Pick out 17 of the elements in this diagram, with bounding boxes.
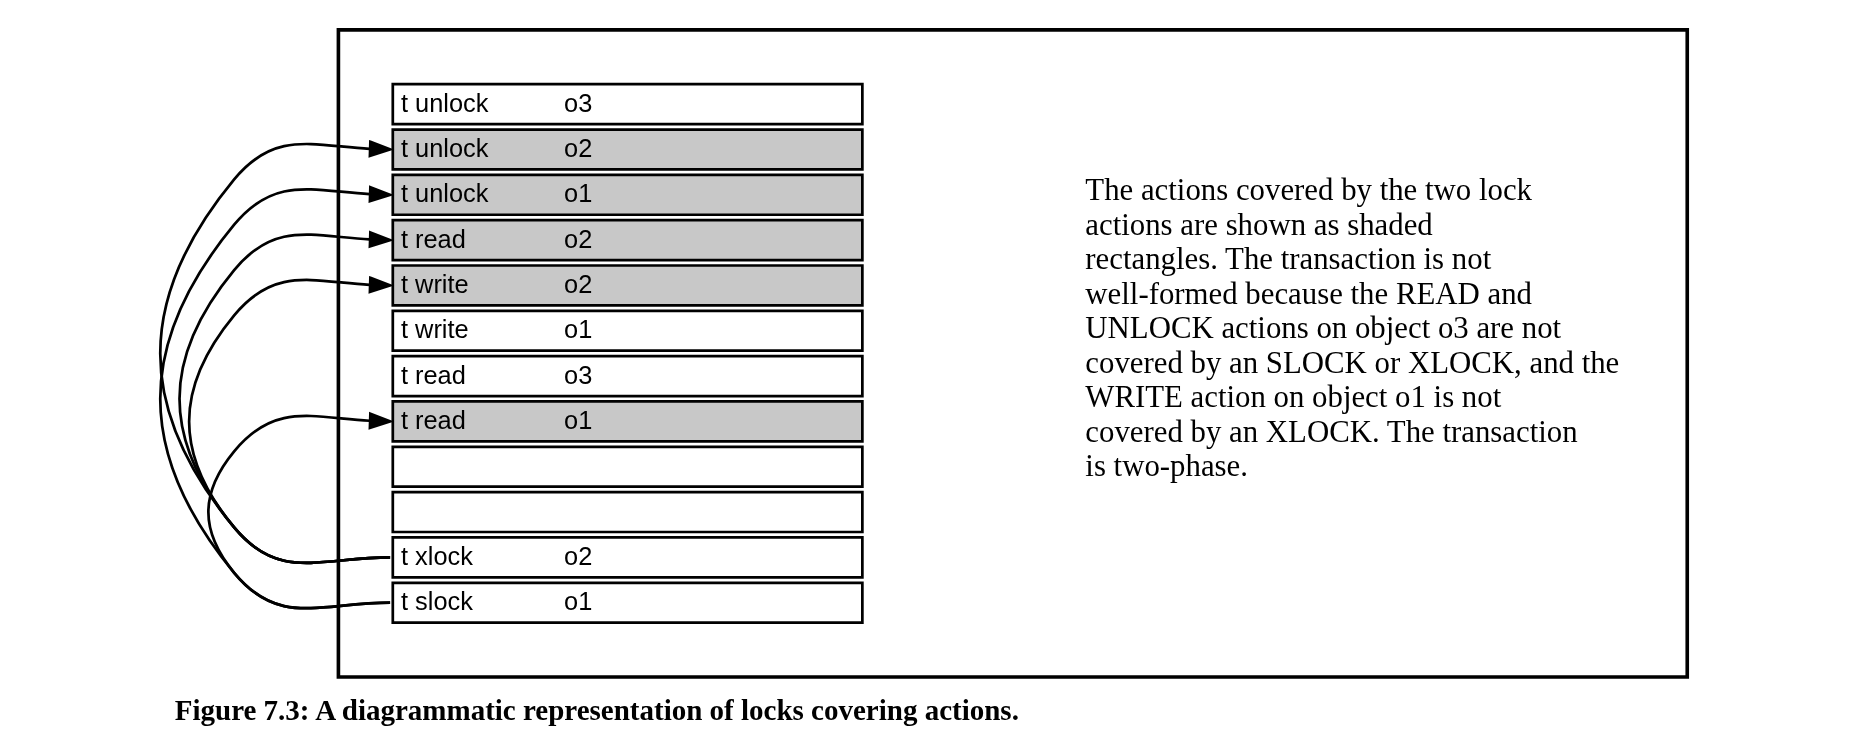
node-box: t write o2 <box>391 264 864 307</box>
node-box <box>391 490 864 534</box>
node-box: t write o1 <box>391 309 864 353</box>
node-box: t xlock o2 <box>391 536 864 579</box>
arrow <box>158 185 395 610</box>
arrow <box>158 139 395 565</box>
cluster <box>336 28 1690 679</box>
node-box <box>391 445 864 489</box>
node-box: t unlock o3 <box>391 82 864 126</box>
label: The actions covered by the two lock actions are shown as shaded rectangles. The transaction is not well-formed because the READ and UNLOCK actions on object o3 are not covered by an SLOCK or XLOCK, and the WRITE action on object o1 is not covered by an XLOCK. The transaction is two-phase. <box>1085 173 1620 483</box>
node-box: t unlock o2 <box>391 128 864 171</box>
node-box: t read o3 <box>391 354 864 398</box>
node-box: t unlock o1 <box>391 173 864 217</box>
node-box: t slock o1 <box>391 581 864 624</box>
caption: Figure 7.3: A diagrammatic representation of locks covering actions. <box>174 694 1019 727</box>
node-box: t read o1 <box>391 400 864 443</box>
node-box: t read o2 <box>391 218 864 262</box>
